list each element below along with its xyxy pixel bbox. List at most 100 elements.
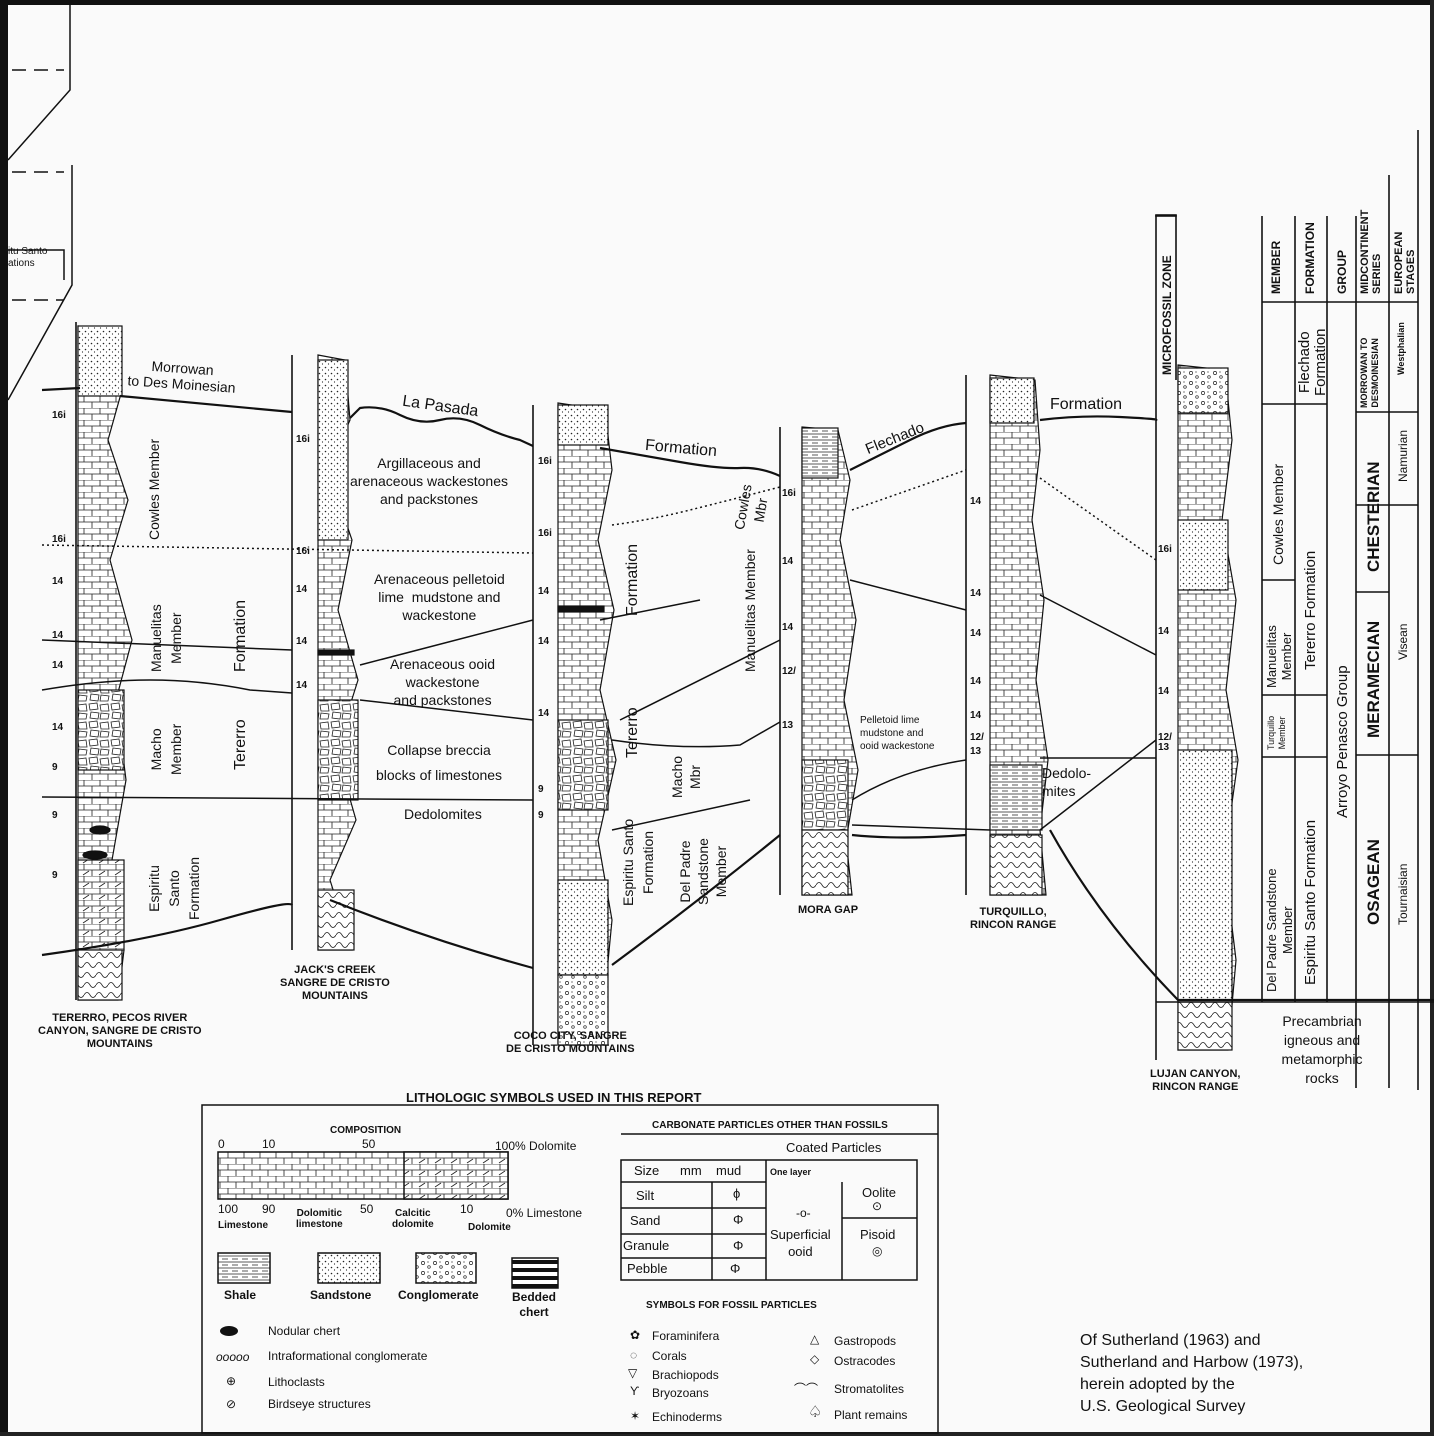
bed-number: 14	[970, 676, 981, 687]
size-silt: Silt	[636, 1188, 654, 1203]
partial-legend-text: itu Santo ations	[8, 246, 47, 270]
fossil-brachiopods: Brachiopods	[652, 1368, 719, 1382]
fossil-bryozoans: Bryozoans	[652, 1386, 709, 1400]
bryozoans-icon: ϒ	[630, 1384, 639, 1398]
stage-westphalian: Westphalian	[1396, 322, 1406, 375]
foraminifera-icon: ✿	[630, 1328, 640, 1342]
corals-icon: ◌	[630, 1348, 637, 1362]
bed-number: 13	[970, 746, 981, 757]
bed-number: 12/	[970, 732, 984, 743]
bed-number: 16i	[782, 488, 796, 499]
stage-namurian: Namurian	[1396, 430, 1410, 482]
column-tererro	[78, 326, 132, 1000]
carbonate-title: CARBONATE PARTICLES OTHER THAN FOSSILS	[652, 1120, 888, 1131]
comp-top-10: 10	[262, 1137, 275, 1151]
fossil-ostracodes: Ostracodes	[834, 1354, 895, 1368]
bed-number: 14	[538, 708, 549, 719]
label-argillaceous: Argillaceous and arenaceous wackestones …	[350, 454, 508, 508]
gastropods-icon: △	[810, 1332, 819, 1346]
bed-number: 9	[52, 810, 58, 821]
ostracodes-icon: ◇	[810, 1352, 819, 1366]
misc-nodular-chert: Nodular chert	[268, 1324, 340, 1338]
label-dedolo-mites: Dedolo- mites	[1042, 764, 1091, 800]
bed-number: 14	[970, 496, 981, 507]
bed-number: 16i	[52, 410, 66, 421]
series-chesterian: CHESTERIAN	[1364, 461, 1384, 572]
mud-silt-icon: ϕ	[733, 1186, 740, 1201]
comp-bot-90: 90	[262, 1202, 275, 1216]
echinoderms-icon: ✶	[630, 1409, 640, 1423]
fossil-gastropods: Gastropods	[834, 1334, 896, 1348]
bed-number: 16i	[538, 528, 552, 539]
oolite: Oolite	[862, 1185, 896, 1200]
comp-name-dolomitic-limestone: Dolomitic limestone	[296, 1208, 343, 1230]
series-osagean: OSAGEAN	[1364, 839, 1384, 925]
label-tererro: Tererro	[232, 719, 250, 770]
group-arroyo-penasco: Arroyo Penasco Group	[1334, 665, 1351, 818]
oolite-icon: ⊙	[872, 1199, 882, 1213]
stage-tournaisian: Tournaisian	[1396, 864, 1410, 925]
rock-bedded-chert: Bedded chert	[512, 1290, 556, 1320]
bed-number: 16i	[52, 534, 66, 545]
bed-number: 16i	[296, 546, 310, 557]
header-member: MEMBER	[1269, 241, 1283, 294]
label-macho-member: Macho Member	[146, 724, 186, 775]
basement-rocks: Precambrian igneous and metamorphic rock…	[1270, 1012, 1374, 1088]
series-morrowan: MORROWAN TO DESMOINESIAN	[1359, 338, 1381, 408]
label-manuelitas-mora: Manuelitas Member	[742, 549, 758, 672]
fossils-title: SYMBOLS FOR FOSSIL PARTICLES	[646, 1300, 817, 1311]
attribution-note: Of Sutherland (1963) and Sutherland and …	[1080, 1330, 1303, 1418]
bed-number: 14	[782, 622, 793, 633]
comp-bot-10: 10	[460, 1202, 473, 1216]
bed-number: 14	[1158, 626, 1169, 637]
column-coco-city	[558, 403, 616, 1045]
comp-top-0: 0	[218, 1137, 225, 1151]
label-formation-mid: Formation	[232, 600, 250, 672]
bed-number: 14	[970, 710, 981, 721]
header-formation: FORMATION	[1303, 222, 1317, 294]
caption-coco-city: COCO CITY, SANGRE DE CRISTO MOUNTAINS	[506, 1030, 635, 1056]
caption-tererro: TERERRO, PECOS RIVER CANYON, SANGRE DE C…	[38, 1012, 202, 1051]
bed-number: 16i	[538, 456, 552, 467]
bed-number: 13	[1158, 742, 1169, 753]
fossil-echinoderms: Echinoderms	[652, 1410, 722, 1424]
size-sand: Sand	[630, 1213, 660, 1228]
bed-number: 14	[52, 660, 63, 671]
member-del-padre: Del Padre Sandstone Member	[1264, 868, 1296, 992]
stromatolites-icon: ⌒⌒	[794, 1380, 818, 1397]
superficial-ooid: Superficial ooid	[770, 1226, 831, 1260]
bed-number: 14	[538, 586, 549, 597]
plant-remains-icon: ♤	[808, 1402, 822, 1422]
member-cowles: Cowles Member	[1270, 464, 1286, 565]
comp-bot-100: 100	[218, 1202, 238, 1216]
bed-number: 14	[538, 636, 549, 647]
label-cowles-member: Cowles Member	[146, 439, 162, 540]
bed-number: 9	[538, 784, 544, 795]
label-arenaceous-ooid: Arenaceous ooid wackestone and packstone…	[390, 655, 495, 709]
mm-header: mm	[680, 1163, 702, 1178]
label-del-padre: Del Padre Sandstone Member	[676, 838, 730, 905]
comp-name-limestone: Limestone	[218, 1220, 268, 1231]
fossil-plant-remains: Plant remains	[834, 1408, 907, 1422]
header-midcontinent-series: MIDCONTINENT SERIES	[1359, 210, 1383, 294]
mud-header: mud	[716, 1163, 741, 1178]
label-tererro-coco: Tererro	[624, 707, 642, 758]
legend-title: LITHOLOGIC SYMBOLS USED IN THIS REPORT	[406, 1090, 701, 1105]
mud-sand-icon: Φ	[733, 1212, 743, 1227]
member-manuelitas: Manuelitas Member	[1264, 625, 1294, 688]
column-lujan-canyon	[1178, 365, 1238, 1050]
bed-number: 14	[296, 636, 307, 647]
rock-sandstone: Sandstone	[310, 1288, 371, 1302]
label-formation-right: Formation	[1050, 396, 1122, 414]
label-espiritu-coco: Espiritu Santo Formation	[618, 819, 658, 906]
bed-number: 14	[296, 584, 307, 595]
pisoid-icon: ◎	[872, 1244, 882, 1258]
comp-top-50: 50	[362, 1137, 375, 1151]
caption-mora-gap: MORA GAP	[798, 904, 858, 917]
bed-number: 14	[970, 588, 981, 599]
fossil-foraminifera: Foraminifera	[652, 1329, 719, 1343]
misc-lithoclasts: Lithoclasts	[268, 1375, 325, 1389]
mud-pebble-icon: Φ	[730, 1261, 740, 1276]
birdseye-icon: ⊘	[226, 1397, 236, 1411]
lithoclasts-icon: ⊕	[226, 1374, 236, 1388]
